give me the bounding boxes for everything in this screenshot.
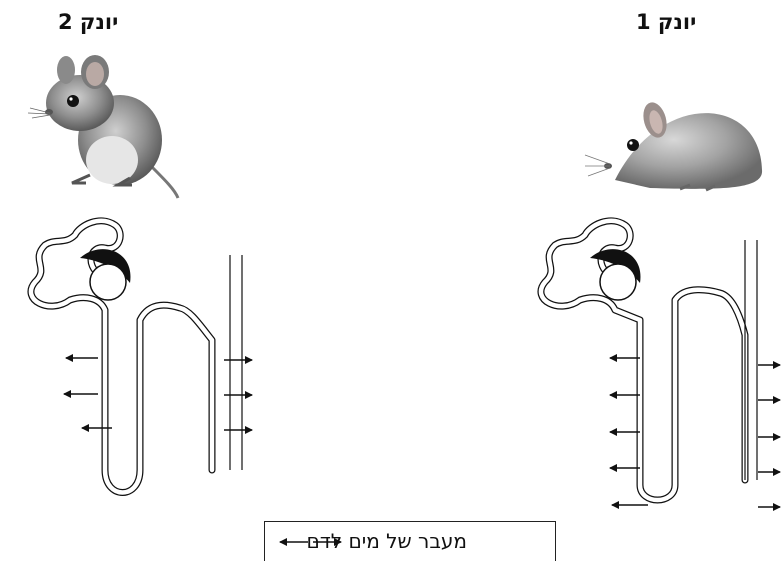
nephron-2 [31, 221, 242, 493]
mouse-2-image [28, 55, 178, 198]
water-arrows-2 [64, 358, 252, 430]
nephron-1 [541, 221, 757, 500]
legend-box: מעבר של מים לדם [264, 521, 556, 561]
legend-label: מעבר של מים לדם [307, 529, 467, 553]
water-arrows-1 [610, 358, 780, 507]
diagram-canvas [0, 0, 781, 520]
mouse-1-image [585, 100, 762, 190]
